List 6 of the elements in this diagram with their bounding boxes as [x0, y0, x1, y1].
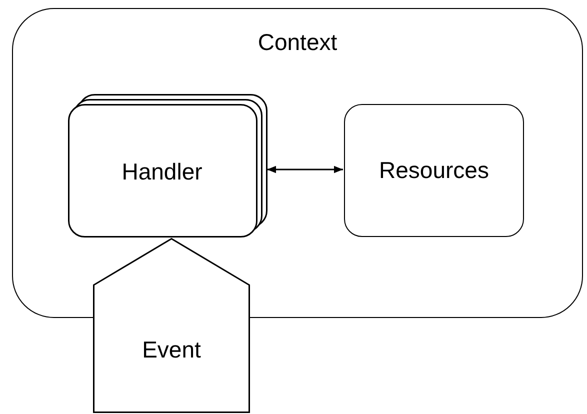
double-arrow — [267, 166, 343, 174]
handler-label: Handler — [122, 158, 202, 186]
resources-box: Resources — [344, 104, 524, 237]
event-label: Event — [142, 336, 201, 364]
event-pentagon — [93, 238, 250, 413]
context-title: Context — [256, 29, 338, 56]
